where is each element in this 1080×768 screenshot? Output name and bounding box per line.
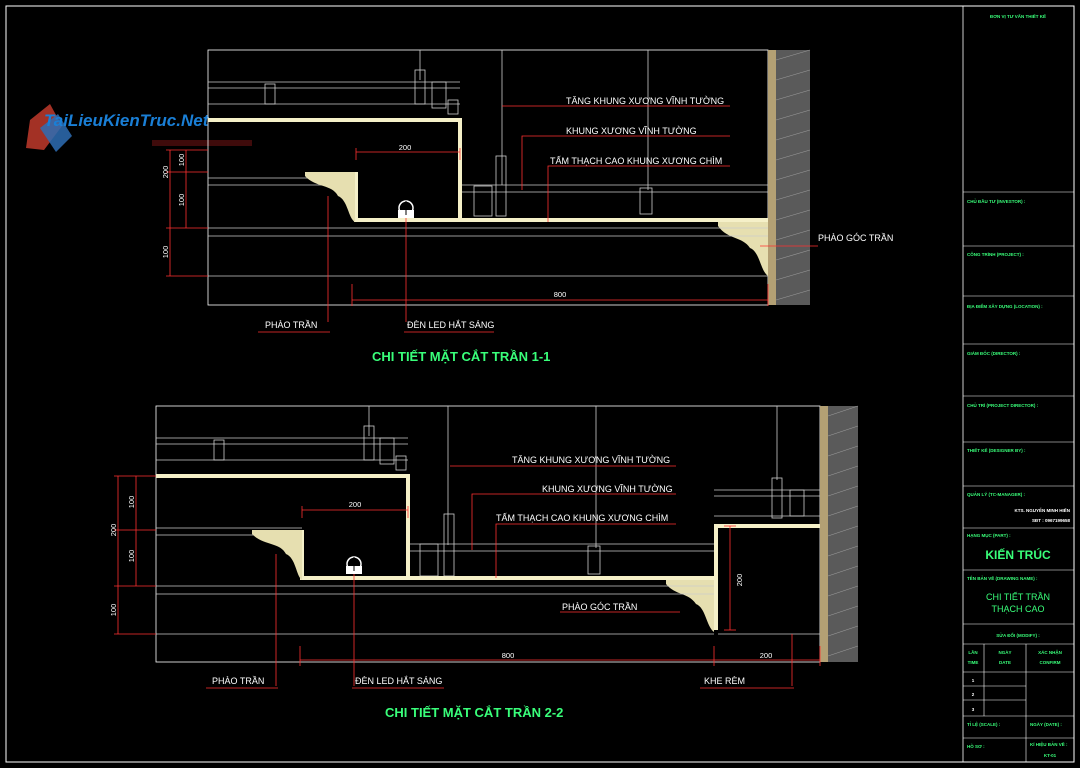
section2-dimension-lines xyxy=(114,465,821,686)
section1-upper-rails xyxy=(208,69,460,115)
tb-rev-row-2: 2 xyxy=(972,692,975,697)
watermark-text: TaiLieuKienTruc.Net xyxy=(44,111,210,130)
section1-cornice-left xyxy=(305,172,355,222)
tb-consultant: ĐƠN VỊ TƯ VẤN THIẾT KẾ xyxy=(990,13,1046,19)
title-block-dividers xyxy=(963,191,1074,762)
section2-dim-100a: 100 xyxy=(127,496,136,509)
tb-rev-header-2: NGÀY xyxy=(998,649,1011,655)
section2-gypsum-board xyxy=(156,474,820,630)
section1-title: CHI TIẾT MẶT CẮT TRẦN 1-1 xyxy=(372,349,550,364)
section1-label-phao-tran: PHÀO TRẦN xyxy=(265,320,317,330)
section2-dim-200-top: 200 xyxy=(349,500,362,509)
section2-dim-200-vertical: 200 xyxy=(109,524,118,537)
section2-dim-200-bottom: 200 xyxy=(760,651,773,660)
tb-manager-name: KTS. NGUYỄN MINH HIẾN xyxy=(1014,507,1070,513)
tb-rev-sub-3: CONFIRM xyxy=(1040,660,1061,665)
section2-led-lamp-icon xyxy=(346,556,362,574)
tb-rev-row-3: 3 xyxy=(972,707,975,712)
section1-gypsum-board xyxy=(208,118,768,222)
section2-upper-rails xyxy=(156,425,820,519)
section1-lower-lines xyxy=(208,227,768,277)
section1-dim-200-vertical: 200 xyxy=(161,166,170,179)
tb-drawing-line1: CHI TIẾT TRẦN xyxy=(986,592,1050,602)
section2-label-tang: TĂNG KHUNG XƯƠNG VĨNH TƯỜNG xyxy=(512,455,670,465)
section2-label-khe-rem: KHE RÈM xyxy=(704,676,745,686)
section2-lower-framing xyxy=(156,513,714,577)
tb-category-label: HẠNG MỤC (PART) : xyxy=(967,533,1011,538)
section1-dim-200-top: 200 xyxy=(399,143,412,152)
tb-rev-row-1: 1 xyxy=(972,678,975,683)
tb-manager: QUẢN LÝ (TC-MANAGER) : xyxy=(967,491,1025,497)
section1-wall-finish xyxy=(768,50,776,305)
tb-drawing-line2: THẠCH CAO xyxy=(991,604,1044,614)
section2-title: CHI TIẾT MẶT CẮT TRẦN 2-2 xyxy=(385,705,563,720)
tb-location: ĐỊA ĐIỂM XÂY DỰNG (LOCATION) : xyxy=(967,303,1043,309)
watermark-underline xyxy=(152,140,252,146)
tb-project: CÔNG TRÌNH (PROJECT) : xyxy=(967,250,1024,257)
section1-dim-100b: 100 xyxy=(177,194,186,207)
section1-label-tang: TĂNG KHUNG XƯƠNG VĨNH TƯỜNG xyxy=(566,96,724,106)
title-block-border xyxy=(962,5,1075,763)
title-block: ĐƠN VỊ TƯ VẤN THIẾT KẾ CHỦ ĐẦU TƯ (INVES… xyxy=(962,5,1075,763)
section2-label-phao-goc: PHÀO GÓC TRẦN xyxy=(562,602,637,612)
tb-rev-sub-2: DATE xyxy=(999,660,1011,665)
section1-wall-hatch xyxy=(775,49,811,301)
section-1: 200 200 100 100 100 800 TĂNG KHUNG XƯƠNG… xyxy=(161,49,893,364)
tb-file-label: HỒ SƠ : xyxy=(967,743,985,749)
tb-rev-sub-1: TIME xyxy=(968,660,979,665)
section1-label-tam: TẤM THẠCH CAO KHUNG XƯƠNG CHÌM xyxy=(550,156,722,166)
section1-led-lamp-icon xyxy=(398,200,414,218)
section1-dim-800: 800 xyxy=(554,290,567,299)
section1-dim-100a: 100 xyxy=(177,154,186,167)
tb-date-label: NGÀY (DATE) : xyxy=(1030,721,1062,727)
section2-label-den-led: ĐÈN LED HẮT SÁNG xyxy=(355,676,442,686)
watermark: TaiLieuKienTruc.Net xyxy=(26,104,252,152)
tb-designer: THIẾT KẾ (DESIGNER BY) : xyxy=(967,447,1026,453)
tb-rev-header-3: XÁC NHẬN xyxy=(1038,649,1062,655)
tb-manager-phone: SĐT : 0967199658 xyxy=(1032,518,1071,523)
tb-revision-label: SỬA ĐỔI (MODIFY) : xyxy=(996,632,1040,638)
tb-sheet-no: KT-01 xyxy=(1044,753,1057,758)
section1-label-den-led: ĐÈN LED HẮT SÁNG xyxy=(407,320,494,330)
tb-sheet-label: KÍ HIỆU BẢN VẼ : xyxy=(1030,740,1068,747)
section2-dim-200-right: 200 xyxy=(735,574,744,587)
tb-investor: CHỦ ĐẦU TƯ (INVESTOR) : xyxy=(967,198,1026,204)
section1-cornice-right xyxy=(718,222,768,276)
tb-project-director: CHỦ TRÌ (PROJECT DIRECTOR) : xyxy=(967,401,1039,408)
section-2: 200 100 200 100 100 800 200 200 TĂNG KHU… xyxy=(109,405,859,720)
section2-label-khung: KHUNG XƯƠNG VĨNH TƯỜNG xyxy=(542,484,673,494)
section2-label-tam: TẤM THẠCH CAO KHUNG XƯƠNG CHÌM xyxy=(496,513,668,523)
tb-director: GIÁM ĐỐC (DIRECTOR) : xyxy=(967,350,1021,356)
tb-scale-label: TỈ LỆ (SCALE) : xyxy=(967,720,1001,727)
section1-hanger-rods xyxy=(419,50,649,190)
section1-label-phao-goc: PHÀO GÓC TRẦN xyxy=(818,233,893,243)
tb-category: KIẾN TRÚC xyxy=(985,547,1051,562)
watermark-logo-shape-icon xyxy=(40,114,72,152)
section2-cornice-right xyxy=(666,580,714,632)
tb-rev-header-1: LẦN xyxy=(968,649,977,655)
section2-label-phao-tran: PHÀO TRẦN xyxy=(212,676,264,686)
tb-drawing-label: TÊN BẢN VẼ (DRAWING NAME) : xyxy=(967,574,1038,581)
section2-wall-hatch xyxy=(827,405,859,657)
section1-dimension-lines xyxy=(166,105,818,322)
section2-dim-100c: 100 xyxy=(109,604,118,617)
section2-lower-lines xyxy=(156,585,820,635)
section2-cornice-left xyxy=(252,530,302,580)
section2-dim-800: 800 xyxy=(502,651,515,660)
section2-wall-finish xyxy=(820,406,828,662)
section1-dim-100c: 100 xyxy=(161,246,170,259)
section1-label-khung: KHUNG XƯƠNG VĨNH TƯỜNG xyxy=(566,126,697,136)
section2-dim-100b: 100 xyxy=(127,550,136,563)
